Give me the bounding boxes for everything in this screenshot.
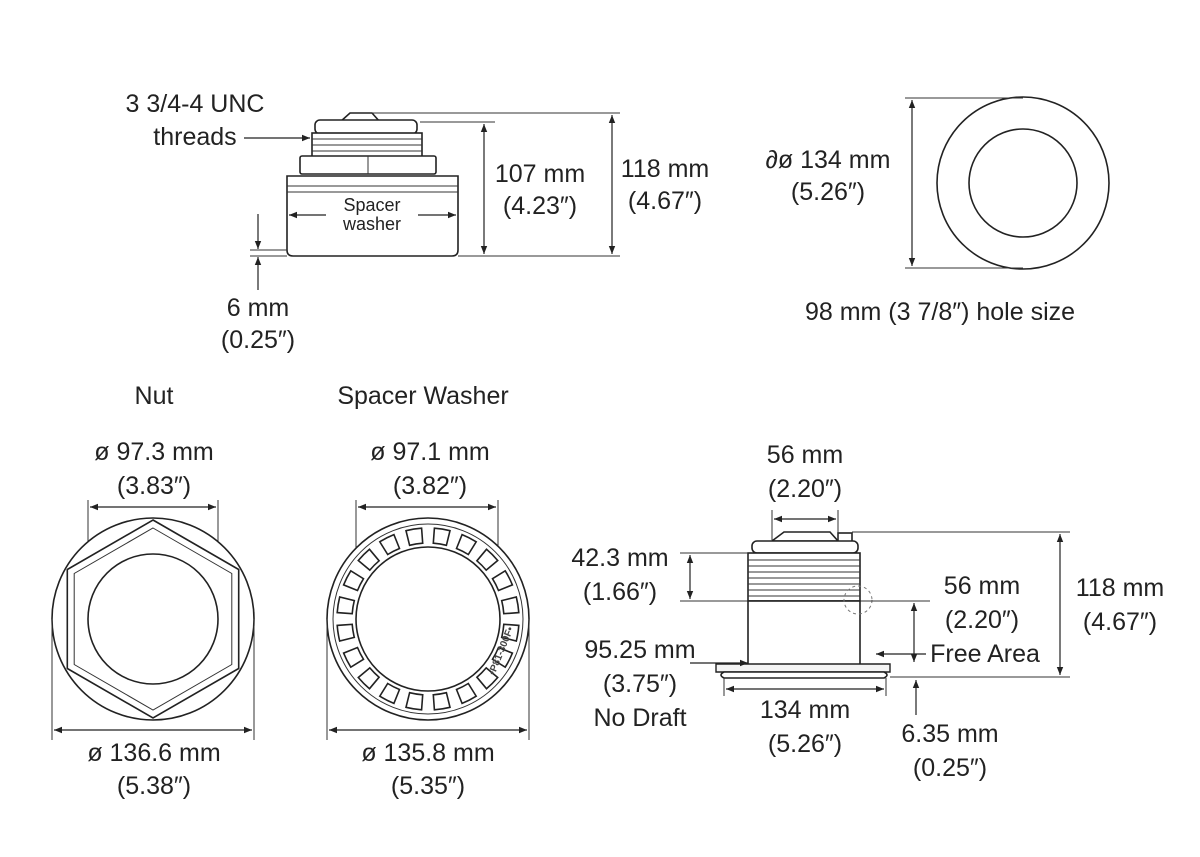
spacer-washer-pocket [491,646,514,669]
spacer-washer-pocket [455,682,478,705]
spacer-washer-pocket [500,623,520,642]
nut-view: Nut ø 97.3 mm (3.83″) ø 136.6 mm (5.38″) [51,382,255,800]
side-view-thread-lines [312,138,422,152]
nut-outer-in: (5.38″) [117,772,191,800]
spacer-washer-outer-mm: ø 135.8 mm [361,739,494,767]
installed-flange-bottom [720,671,888,679]
installed-height-in: (4.67″) [1083,608,1157,636]
spacer-washer-view: Spacer Washer ø 97.1 mm (3.82″) •P81-300… [326,382,530,800]
dim-118-mm: 118 mm [621,155,709,183]
spacer-washer-pocket [336,623,356,642]
spacer-washer-pocket [357,548,381,572]
spacer-washer-pocket [378,533,401,556]
spacer-washer-pocket [378,682,401,705]
spacer-washer-outer-in: (5.35″) [391,772,465,800]
side-view: Spacer washer 3 3/4-4 UNC threads 107 mm… [126,90,710,354]
spacer-washer-inner-circle [355,546,501,692]
spacer-washer-pocket [500,596,520,615]
spacer-washer-pocket [342,569,365,592]
installed-view: 56 mm (2.20″) 42.3 mm (1.66″) 56 mm (2.2… [571,441,1164,782]
nut-inner-mm: ø 97.3 mm [94,438,213,466]
installed-nodraft-in: (3.75″) [603,670,677,698]
side-view-top-ring [314,119,418,135]
spacer-washer-pocket [405,691,424,711]
spacer-washer-inner-in: (3.82″) [393,472,467,500]
spacer-washer-pocket [357,666,381,690]
installed-free-label: Free Area [930,640,1040,668]
installed-body [747,600,861,668]
installed-cap [769,531,840,542]
installed-height-mm: 118 mm [1076,574,1164,602]
installed-free-mm: 56 mm [944,572,1020,600]
spacer-washer-pocket [455,533,478,556]
installed-nodraft-mm: 95.25 mm [584,636,695,664]
spacer-label-line-2: washer [342,214,401,234]
installed-thread-in: (1.66″) [583,578,657,606]
installed-detail-circle [843,585,873,615]
spacer-washer-pocket [432,527,451,547]
installed-flange-top [715,663,891,673]
nut-inner-in: (3.83″) [117,472,191,500]
spacer-label-line-1: Spacer [343,195,400,215]
top-view-diameter-mm: ∂ø 134 mm [766,146,891,174]
spacer-washer-title: Spacer Washer [337,382,508,410]
spacer-washer-pockets [336,527,520,711]
installed-base-mm: 134 mm [760,696,850,724]
top-view: ∂ø 134 mm (5.26″) 98 mm (3 7/8″) hole si… [766,96,1110,326]
installed-flange-mm: 6.35 mm [901,720,998,748]
dim-6-mm: 6 mm [227,294,290,322]
spacer-washer-outer-inner-ring [332,523,524,715]
nut-title: Nut [135,382,174,410]
spacer-label-bg [326,195,418,235]
spacer-washer-pocket [342,646,365,669]
installed-base-in: (5.26″) [768,730,842,758]
spacer-washer-inner-mm: ø 97.1 mm [370,438,489,466]
dim-6-in: (0.25″) [221,326,295,354]
installed-top-ring [751,540,859,554]
installed-top-in: (2.20″) [768,475,842,503]
hole-size-label: 98 mm (3 7/8″) hole size [805,298,1075,326]
nut-inner-circle [87,553,219,685]
thread-callout-line-1: 3 3/4-4 UNC [126,90,265,118]
installed-top-mm: 56 mm [767,441,843,469]
installed-flange-in: (0.25″) [913,754,987,782]
installed-free-in: (2.20″) [945,606,1019,634]
installed-nodraft-label: No Draft [593,704,686,732]
spacer-washer-pocket [475,548,499,572]
top-view-inner-circle [968,128,1078,238]
installed-thread-mm: 42.3 mm [571,544,668,572]
nut-outer-mm: ø 136.6 mm [87,739,220,767]
spacer-washer-pocket [336,596,356,615]
spacer-washer-pocket [405,527,424,547]
dim-118-in: (4.67″) [628,187,702,215]
dim-107-mm: 107 mm [495,160,585,188]
top-view-diameter-in: (5.26″) [791,178,865,206]
spacer-washer-pocket [475,666,499,690]
spacer-washer-pocket [432,691,451,711]
spacer-washer-pocket [491,569,514,592]
installed-thread-section [747,552,861,602]
nut-hexagon-inner [73,527,233,711]
thread-callout-line-2: threads [153,123,236,151]
installed-thread-lines [748,559,860,597]
dim-107-in: (4.23″) [503,192,577,220]
